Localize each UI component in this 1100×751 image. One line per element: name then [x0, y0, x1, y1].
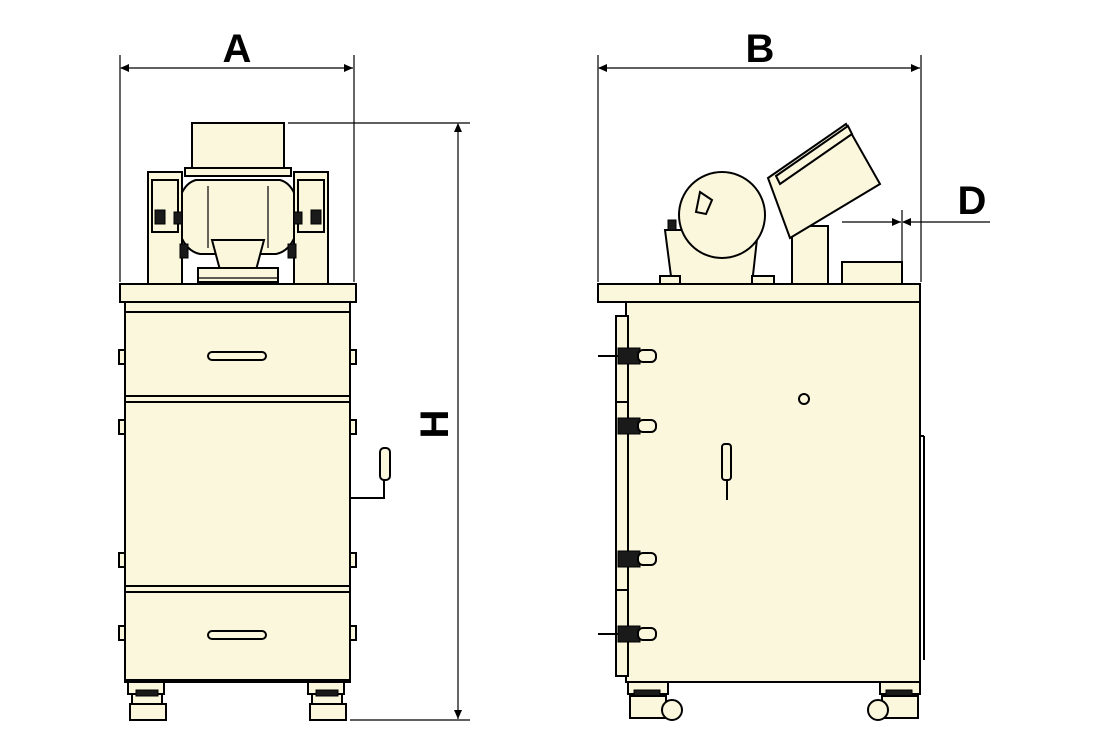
side-caster-left	[627, 681, 683, 721]
front-view: A	[118, 27, 470, 721]
dimension-h-label: H	[413, 410, 457, 439]
cabinet-front	[118, 283, 391, 721]
side-view: B D	[597, 27, 990, 721]
bench-grinder-front	[147, 122, 329, 285]
dimension-b: B	[597, 27, 922, 282]
front-caster-left	[127, 681, 167, 721]
dimension-a-label: A	[223, 27, 252, 71]
dimension-d-label: D	[958, 179, 987, 223]
grinder-wheel-side	[659, 171, 775, 285]
latch-2[interactable]	[617, 417, 657, 435]
dimension-a: A	[119, 27, 355, 282]
dimension-h: H	[288, 122, 470, 721]
side-caster-right	[867, 681, 921, 721]
dimension-b-label: B	[746, 27, 775, 71]
dimension-d: D	[842, 179, 990, 262]
latch-4[interactable]	[598, 625, 657, 643]
latch-1[interactable]	[598, 347, 657, 365]
cabinet-side	[597, 283, 925, 721]
top-drawer-handle[interactable]	[207, 351, 267, 361]
side-lever-handle[interactable]	[721, 443, 732, 481]
sanding-unit-side	[766, 122, 903, 285]
bottom-drawer-handle[interactable]	[207, 630, 267, 640]
front-caster-right	[307, 681, 347, 721]
crank-handle[interactable]	[379, 447, 391, 481]
latch-3[interactable]	[617, 550, 657, 568]
